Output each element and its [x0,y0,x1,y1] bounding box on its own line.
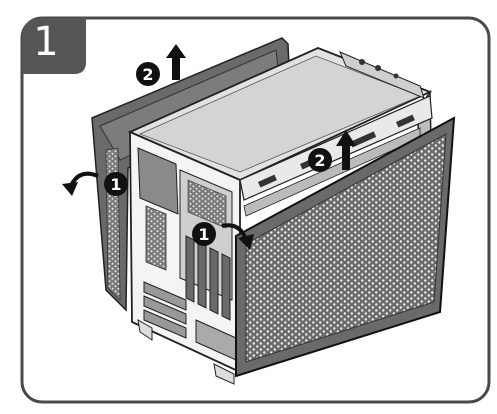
up-arrow-icon [166,44,186,80]
callout-number: 1 [110,175,121,194]
callout-number: 1 [198,225,209,244]
step-number: 1 [33,19,59,65]
callout-top-left-2: 2 [136,44,186,86]
callout-right-1: 1 [192,222,254,250]
callout-number: 2 [314,151,325,170]
step-badge [22,18,86,74]
right-side-panel [235,116,456,378]
up-arrow-icon [336,130,356,170]
callout-number: 2 [142,65,153,84]
callout-top-left-1: 1 [62,171,128,196]
callout-right-2: 2 [308,130,356,172]
